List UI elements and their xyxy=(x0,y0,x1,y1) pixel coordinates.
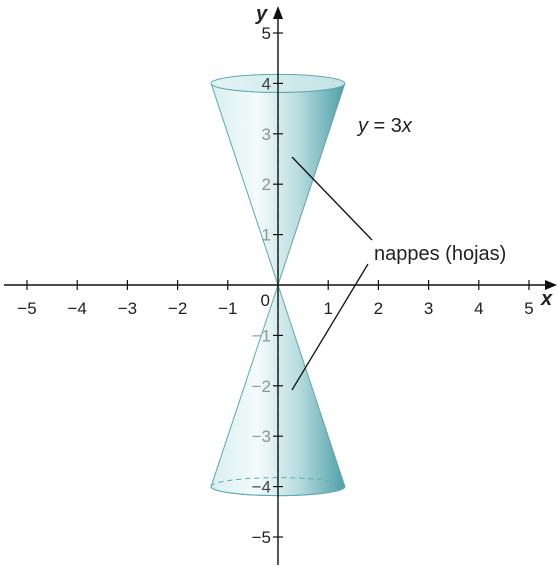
leader-line-lower xyxy=(291,263,369,391)
y-tick-label: −4 xyxy=(252,478,271,497)
axis-ticks xyxy=(26,32,530,538)
x-tick-label: −1 xyxy=(218,299,237,318)
leader-line-upper xyxy=(291,156,373,241)
equation-y: y xyxy=(356,115,369,137)
x-tick-label: −5 xyxy=(17,299,36,318)
x-tick-label: 4 xyxy=(474,299,483,318)
x-tick-label: −3 xyxy=(118,299,137,318)
x-axis-arrow xyxy=(545,280,557,290)
x-tick-label: −4 xyxy=(68,299,87,318)
lower-rim-back xyxy=(210,477,346,487)
x-tick-label: −2 xyxy=(168,299,187,318)
y-tick-label: −5 xyxy=(252,528,271,547)
axis-tick-labels: −5 −4 −3 −2 −1 1 2 3 4 5 1 2 3 4 5 −1 −2 −3 −4 −5 0 xyxy=(17,24,533,547)
y-tick-label: 3 xyxy=(262,125,271,144)
x-tick-label: 1 xyxy=(323,299,332,318)
x-tick-label: 2 xyxy=(374,299,383,318)
y-tick-label: 4 xyxy=(262,74,271,93)
y-tick-label: −2 xyxy=(252,377,271,396)
y-tick-label: −3 xyxy=(252,427,271,446)
x-tick-label: 5 xyxy=(524,299,533,318)
y-tick-label: 5 xyxy=(262,24,271,43)
nappes-label: nappes (hojas) xyxy=(374,243,506,265)
equation-x: x xyxy=(401,115,413,137)
y-tick-label: 2 xyxy=(262,175,271,194)
y-tick-label: 1 xyxy=(262,226,271,245)
equation-rest: = 3 xyxy=(368,115,402,137)
y-tick-label: −1 xyxy=(252,326,271,345)
x-tick-label: 3 xyxy=(424,299,433,318)
x-axis-label: x xyxy=(540,288,553,310)
cone-equation: y = 3x xyxy=(356,115,413,137)
origin-label: 0 xyxy=(261,291,270,310)
y-axis-label: y xyxy=(255,3,268,25)
y-axis-arrow xyxy=(273,6,283,19)
